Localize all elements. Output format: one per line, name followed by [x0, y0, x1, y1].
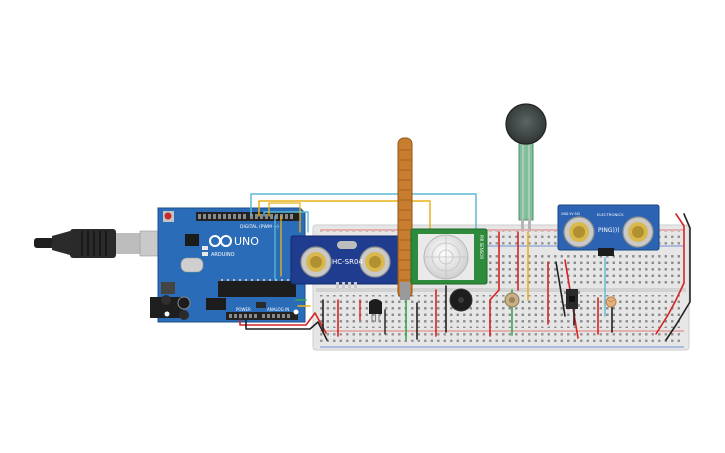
usb-cable[interactable]	[34, 229, 175, 258]
arduino-logo-text: ARDUINO	[211, 252, 235, 258]
arduino-model-label: UNO	[234, 235, 259, 248]
reset-button-icon[interactable]	[164, 212, 172, 220]
pir-sensor[interactable]: PIR SENSOR	[410, 228, 488, 285]
ping-label: PING)))	[598, 227, 620, 234]
pushbutton-icon[interactable]	[564, 289, 580, 309]
potentiometer-knob-icon[interactable]	[504, 292, 520, 308]
piezo-buzzer[interactable]	[449, 288, 473, 312]
wire-5v[interactable]	[239, 312, 327, 334]
digital-header-label: DIGITAL (PWM ~)	[240, 224, 279, 230]
photoresistor-icon[interactable]	[605, 296, 617, 308]
ping-brand-text: ELECTRONICS	[597, 212, 624, 217]
wire-cyan-short[interactable]	[263, 211, 309, 233]
wire-cyan-top[interactable]	[250, 193, 477, 233]
force-sensor-pad-icon[interactable]	[505, 103, 547, 230]
wire-gnd[interactable]	[245, 319, 328, 341]
ping-pin-labels: GND 5V SIG	[561, 212, 581, 216]
temperature-sensor[interactable]	[369, 299, 382, 322]
pir-label: PIR SENSOR	[479, 235, 484, 259]
wire-yellow-top[interactable]	[258, 200, 431, 233]
arduino-infinity-logo-icon	[209, 235, 232, 247]
wire-yellow-short[interactable]	[268, 202, 301, 233]
arduino-board[interactable]: DIGITAL (PWM ~) ARDUINO UNO	[150, 207, 306, 323]
analog-header-label: ANALOG IN	[267, 307, 289, 312]
hc-sr04-label: HC-SR04	[332, 258, 363, 266]
power-header-label: POWER	[236, 307, 251, 312]
crystal-oscillator	[180, 257, 204, 273]
ultrasonic-sensor-ping[interactable]: ELECTRONICS PING))) GND 5V SIG	[557, 204, 660, 256]
wire-black-right[interactable]	[665, 213, 691, 341]
power-jack[interactable]	[150, 297, 183, 318]
flex-sensor[interactable]	[397, 137, 413, 300]
wire-red-right[interactable]	[655, 213, 685, 335]
atmega-chip	[218, 281, 296, 297]
ultrasonic-sensor-hc-sr04[interactable]: HC-SR04	[290, 235, 400, 288]
